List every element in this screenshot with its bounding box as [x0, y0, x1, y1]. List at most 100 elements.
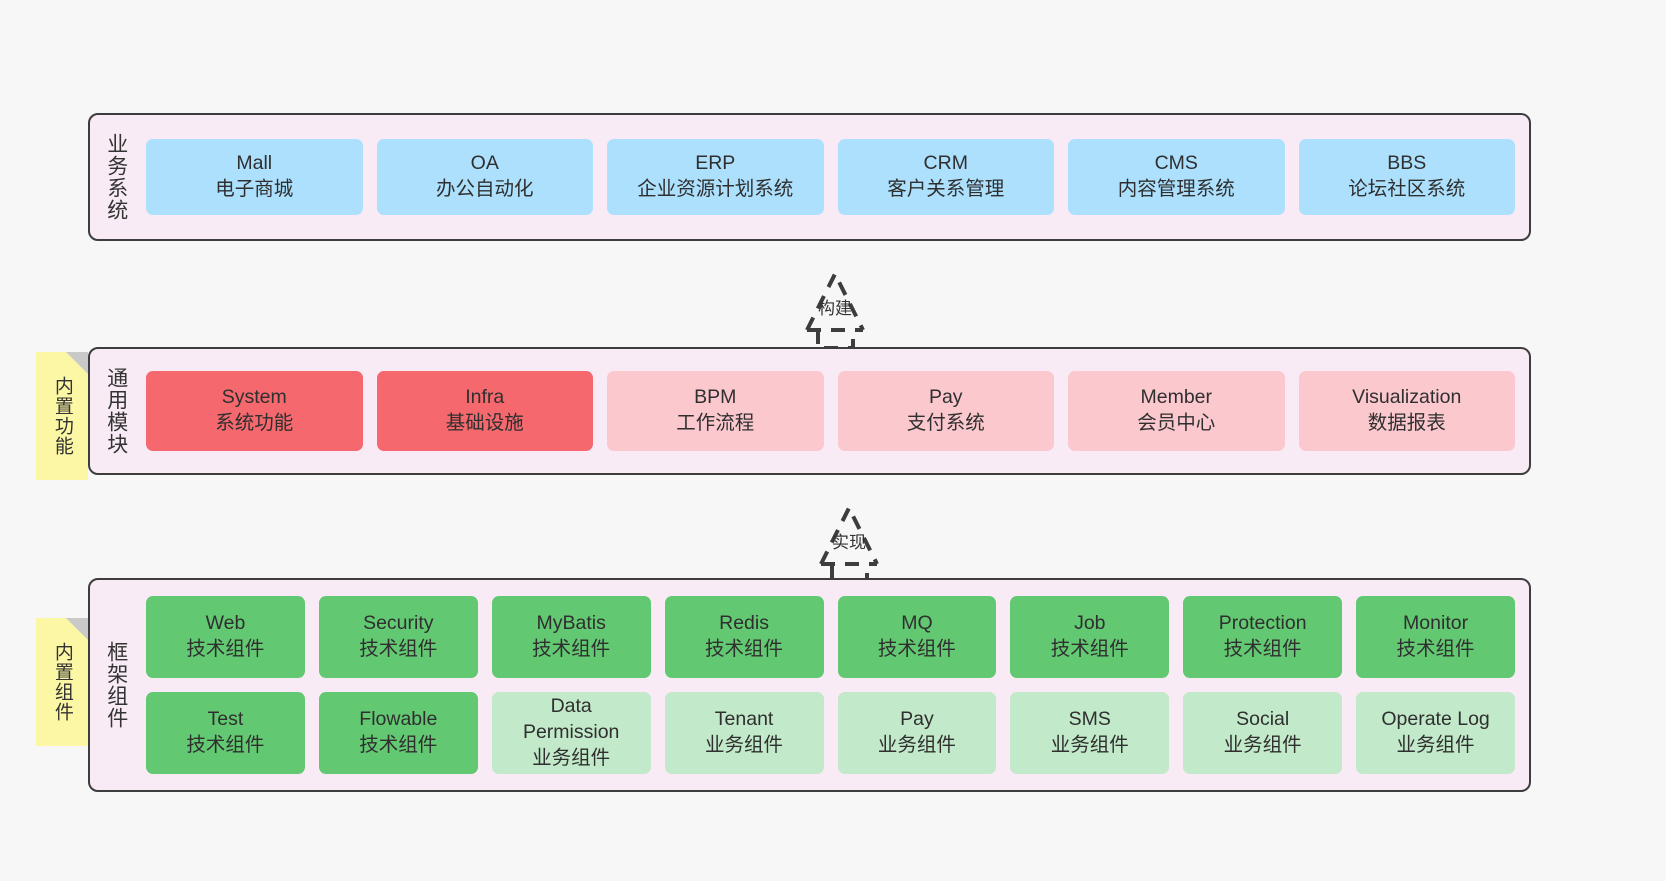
card-cms[interactable]: CMS 内容管理系统 — [1068, 139, 1285, 215]
card-security[interactable]: Security 技术组件 — [318, 596, 478, 678]
note-builtin-features-label: 内置功能 — [51, 376, 73, 456]
card-redis[interactable]: Redis 技术组件 — [664, 596, 824, 678]
card-social-desc: 业务组件 — [1223, 734, 1302, 756]
note-fold-icon — [66, 618, 88, 640]
card-social[interactable]: Social 业务组件 — [1183, 692, 1343, 774]
card-pay-module[interactable]: Pay 支付系统 — [837, 371, 1054, 451]
card-web-name: Web — [205, 612, 246, 635]
layer-body-framework-components: Web 技术组件 Security 技术组件 MyBatis 技术组件 Redi… — [136, 580, 1529, 790]
card-monitor-name: Monitor — [1403, 612, 1469, 635]
card-operate-log-desc: 业务组件 — [1396, 734, 1475, 756]
card-crm[interactable]: CRM 客户关系管理 — [837, 139, 1054, 215]
card-redis-desc: 技术组件 — [705, 638, 784, 660]
card-tenant[interactable]: Tenant 业务组件 — [664, 692, 824, 774]
note-builtin-components: 内置组件 — [36, 618, 88, 746]
card-mq[interactable]: MQ 技术组件 — [837, 596, 997, 678]
card-tenant-name: Tenant — [714, 708, 774, 731]
card-pay-component[interactable]: Pay 业务组件 — [837, 692, 997, 774]
card-job-desc: 技术组件 — [1050, 638, 1129, 660]
layer-common-modules: 通用模块 System 系统功能 Infra 基础设施 BPM 工作流程 Pay — [88, 347, 1531, 475]
card-test[interactable]: Test 技术组件 — [146, 692, 305, 774]
card-mall-name: Mall — [236, 152, 273, 175]
layer-title-business-system: 业务系统 — [104, 133, 128, 221]
common-modules-row: System 系统功能 Infra 基础设施 BPM 工作流程 Pay 支付系统… — [146, 371, 1515, 451]
card-erp-desc: 企业资源计划系统 — [637, 178, 794, 200]
card-mall[interactable]: Mall 电子商城 — [146, 139, 363, 215]
card-flowable[interactable]: Flowable 技术组件 — [318, 692, 478, 774]
note-builtin-components-label: 内置组件 — [51, 642, 73, 722]
card-erp[interactable]: ERP 企业资源计划系统 — [607, 139, 824, 215]
connector-implement: 实现 — [766, 492, 926, 584]
framework-tech-row: Web 技术组件 Security 技术组件 MyBatis 技术组件 Redi… — [146, 596, 1515, 678]
note-fold-icon — [66, 352, 88, 374]
card-pay-component-name: Pay — [900, 708, 934, 731]
card-bpm[interactable]: BPM 工作流程 — [607, 371, 824, 451]
card-crm-desc: 客户关系管理 — [887, 178, 1005, 200]
card-test-name: Test — [207, 708, 244, 731]
card-tenant-desc: 业务组件 — [705, 734, 784, 756]
card-web-desc: 技术组件 — [186, 638, 265, 660]
card-crm-name: CRM — [923, 152, 968, 175]
card-bpm-desc: 工作流程 — [676, 412, 755, 434]
card-bbs-desc: 论坛社区系统 — [1348, 178, 1466, 200]
card-member-desc: 会员中心 — [1137, 412, 1216, 434]
layer-body-business-system: Mall 电子商城 OA 办公自动化 ERP 企业资源计划系统 CRM 客户关系… — [136, 115, 1529, 239]
card-mybatis[interactable]: MyBatis 技术组件 — [491, 596, 651, 678]
card-mybatis-desc: 技术组件 — [532, 638, 611, 660]
connector-build: 构建 — [752, 258, 912, 350]
card-visualization-desc: 数据报表 — [1367, 412, 1446, 434]
card-cms-name: CMS — [1154, 152, 1198, 175]
card-mq-name: MQ — [901, 612, 933, 635]
card-monitor[interactable]: Monitor 技术组件 — [1356, 596, 1515, 678]
layer-body-common-modules: System 系统功能 Infra 基础设施 BPM 工作流程 Pay 支付系统… — [136, 349, 1529, 473]
card-system-name: System — [221, 386, 287, 409]
card-system[interactable]: System 系统功能 — [146, 371, 363, 451]
card-bbs[interactable]: BBS 论坛社区系统 — [1298, 139, 1515, 215]
layer-title-common-modules: 通用模块 — [104, 367, 128, 455]
connector-build-label: 构建 — [818, 299, 852, 318]
layer-business-system: 业务系统 Mall 电子商城 OA 办公自动化 ERP 企业资源计划系统 CRM — [88, 113, 1531, 241]
card-test-desc: 技术组件 — [186, 734, 265, 756]
card-redis-name: Redis — [719, 612, 769, 635]
card-data-permission-name: Data Permission — [522, 695, 620, 744]
layer-framework-components: 框架组件 Web 技术组件 Security 技术组件 MyBatis 技术组件… — [88, 578, 1531, 792]
card-security-name: Security — [363, 612, 434, 635]
card-monitor-desc: 技术组件 — [1396, 638, 1475, 660]
card-infra-name: Infra — [465, 386, 505, 409]
card-sms-desc: 业务组件 — [1050, 734, 1129, 756]
card-security-desc: 技术组件 — [359, 638, 438, 660]
card-data-permission-desc: 业务组件 — [532, 746, 611, 769]
card-infra[interactable]: Infra 基础设施 — [376, 371, 593, 451]
card-mybatis-name: MyBatis — [536, 612, 606, 635]
card-web[interactable]: Web 技术组件 — [146, 596, 305, 678]
card-job[interactable]: Job 技术组件 — [1010, 596, 1170, 678]
card-data-permission[interactable]: Data Permission 业务组件 — [491, 692, 651, 774]
card-mq-desc: 技术组件 — [877, 638, 956, 660]
card-system-desc: 系统功能 — [215, 412, 294, 434]
card-visualization-name: Visualization — [1352, 386, 1462, 409]
card-oa[interactable]: OA 办公自动化 — [376, 139, 593, 215]
card-pay-module-name: Pay — [928, 386, 963, 409]
card-flowable-name: Flowable — [359, 708, 438, 731]
card-oa-name: OA — [470, 152, 499, 175]
card-infra-desc: 基础设施 — [445, 412, 524, 434]
framework-business-row: Test 技术组件 Flowable 技术组件 Data Permission … — [146, 692, 1515, 774]
card-erp-name: ERP — [695, 152, 736, 175]
card-visualization[interactable]: Visualization 数据报表 — [1298, 371, 1515, 451]
card-sms[interactable]: SMS 业务组件 — [1010, 692, 1170, 774]
card-operate-log[interactable]: Operate Log 业务组件 — [1356, 692, 1515, 774]
business-system-row: Mall 电子商城 OA 办公自动化 ERP 企业资源计划系统 CRM 客户关系… — [146, 139, 1515, 215]
card-sms-name: SMS — [1068, 708, 1111, 731]
card-oa-desc: 办公自动化 — [435, 178, 534, 200]
card-pay-module-desc: 支付系统 — [906, 412, 985, 434]
card-protection[interactable]: Protection 技术组件 — [1183, 596, 1343, 678]
card-bbs-name: BBS — [1387, 152, 1427, 175]
card-member-name: Member — [1140, 386, 1213, 409]
card-member[interactable]: Member 会员中心 — [1068, 371, 1285, 451]
card-operate-log-name: Operate Log — [1381, 708, 1490, 731]
card-protection-desc: 技术组件 — [1223, 638, 1302, 660]
card-protection-name: Protection — [1218, 612, 1307, 635]
card-mall-desc: 电子商城 — [215, 178, 294, 200]
layer-title-framework-components: 框架组件 — [104, 641, 128, 729]
